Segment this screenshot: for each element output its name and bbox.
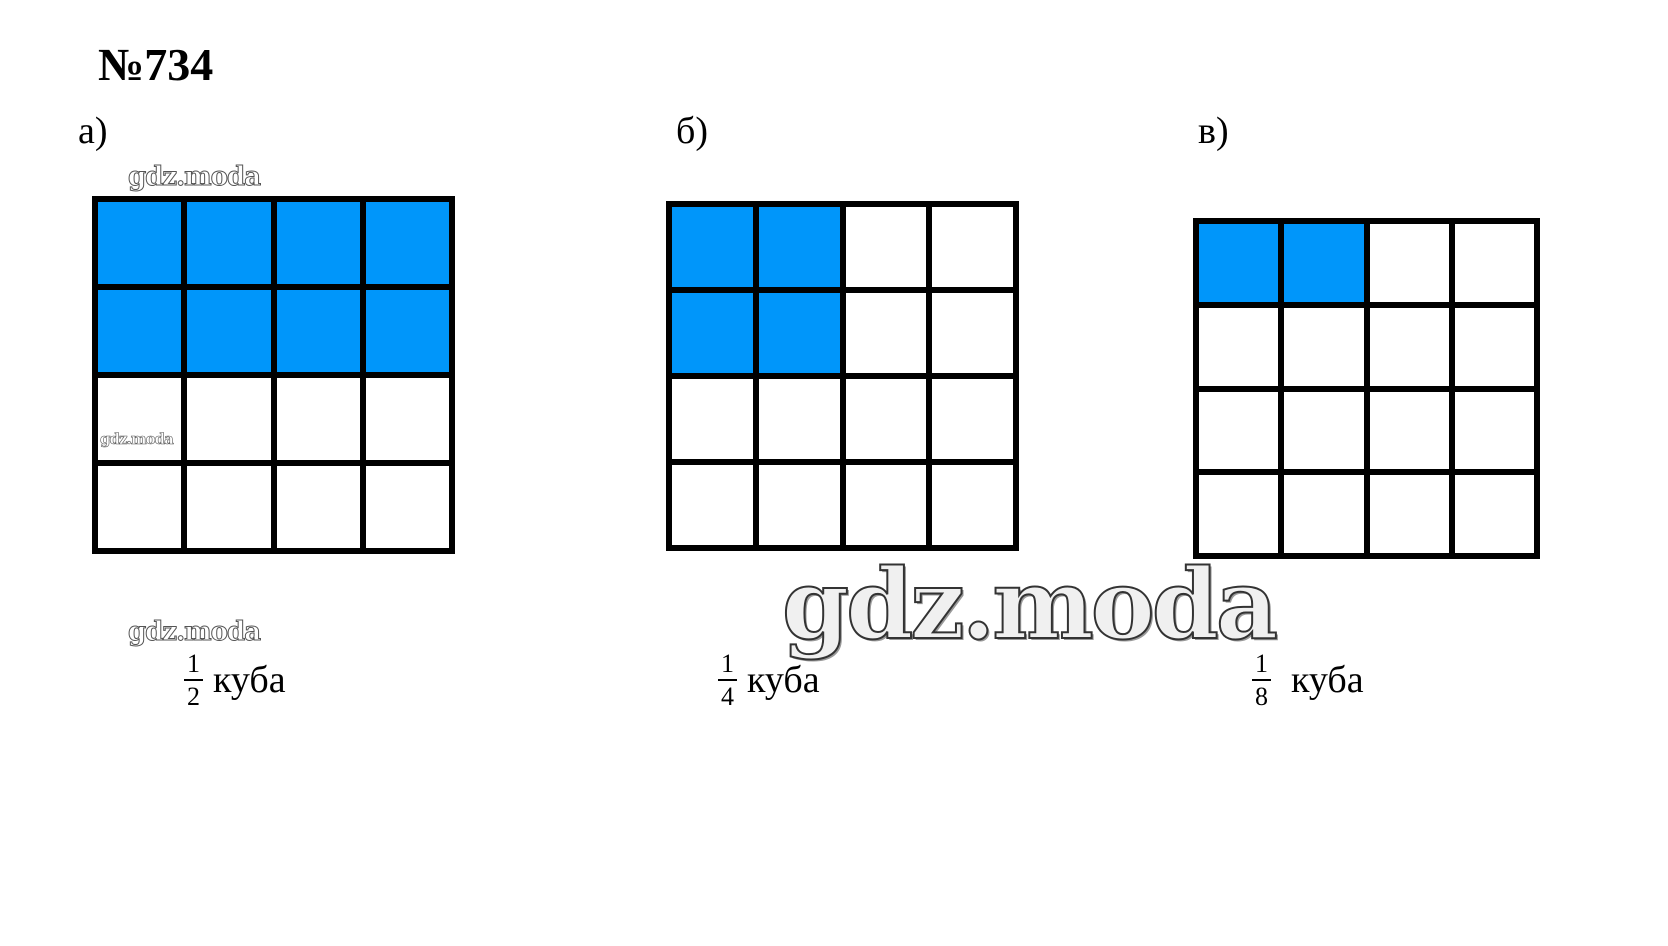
grid-b-cell-r2-c3-empty	[845, 293, 927, 373]
grid-a-cell-r4-c3-empty	[276, 466, 360, 548]
grid-b-cell-r2-c4-empty	[932, 293, 1013, 373]
part-label-b: б)	[676, 110, 708, 152]
grid-b-cell-r1-c4-empty	[932, 207, 1013, 287]
grid-c-cell-r3-c1-empty	[1199, 391, 1279, 470]
fraction-c-numerator: 1	[1252, 650, 1271, 682]
grid-a-cell-r2-c3-filled	[276, 290, 360, 372]
problem-number: №734	[98, 39, 214, 90]
fraction-b-numerator: 1	[718, 650, 737, 682]
grid-a-cell-r3-c3-empty	[276, 378, 360, 460]
grid-a-cell-r1-c1-filled	[98, 202, 182, 284]
grid-c-cell-r4-c2-empty	[1284, 475, 1364, 553]
answer-b-unit: куба	[747, 659, 820, 702]
fraction-a: 1 2	[184, 650, 203, 711]
grid-a-cell-r4-c1-empty	[98, 466, 182, 548]
fraction-b-denominator: 4	[721, 682, 734, 712]
grid-b-cell-r1-c2-filled	[758, 207, 840, 287]
fraction-c: 1 8	[1252, 650, 1271, 711]
grid-c-cell-r3-c4-empty	[1454, 391, 1534, 470]
answer-a-unit: куба	[213, 659, 286, 702]
grid-c	[1193, 218, 1540, 559]
grid-c-cell-r1-c2-filled	[1284, 224, 1364, 302]
grid-a-cell-r4-c2-empty	[187, 466, 271, 548]
grid-b-cell-r2-c1-filled	[672, 293, 753, 373]
grid-a-cell-r2-c1-filled	[98, 290, 182, 372]
grid-b-cell-r3-c3-empty	[845, 379, 927, 459]
grid-a-cell-r3-c2-empty	[187, 378, 271, 460]
grid-b-cell-r3-c4-empty	[932, 379, 1013, 459]
grid-b-cell-r4-c1-empty	[672, 465, 753, 545]
grid-c-cell-r2-c1-empty	[1199, 307, 1279, 386]
answer-b: 1 4 куба	[718, 650, 820, 711]
grid-a-cell-r4-c4-empty	[365, 466, 449, 548]
grid-b-cell-r2-c2-filled	[758, 293, 840, 373]
fraction-b: 1 4	[718, 650, 737, 711]
answer-c-unit: куба	[1291, 659, 1364, 702]
grid-a-cell-r1-c4-filled	[365, 202, 449, 284]
grid-c-cell-r1-c3-empty	[1369, 224, 1449, 302]
grid-b-cell-r1-c3-empty	[845, 207, 927, 287]
grid-b-cell-r3-c1-empty	[672, 379, 753, 459]
part-label-a: а)	[78, 110, 108, 152]
grid-b-cell-r4-c4-empty	[932, 465, 1013, 545]
watermark-in-grid: gdz.moda	[100, 430, 174, 449]
grid-a-cell-r3-c1-empty	[98, 378, 182, 460]
grid-a-cell-r1-c2-filled	[187, 202, 271, 284]
grid-b-cell-r1-c1-filled	[672, 207, 753, 287]
grid-a-cell-r1-c3-filled	[276, 202, 360, 284]
grid-b-cell-r3-c2-empty	[758, 379, 840, 459]
grid-c-cell-r4-c1-empty	[1199, 475, 1279, 553]
answer-c: 1 8 куба	[1252, 650, 1364, 711]
grid-a-cell-r2-c2-filled	[187, 290, 271, 372]
grid-c-cell-r4-c3-empty	[1369, 475, 1449, 553]
fraction-c-denominator: 8	[1255, 682, 1268, 712]
grid-a	[92, 196, 455, 554]
grid-c-cell-r2-c2-empty	[1284, 307, 1364, 386]
grid-a-cell-r2-c4-filled	[365, 290, 449, 372]
watermark-top: gdz.moda	[127, 162, 261, 193]
grid-a-cell-r3-c4-empty	[365, 378, 449, 460]
grid-c-cell-r2-c4-empty	[1454, 307, 1534, 386]
watermark-large: gdz.moda	[781, 547, 1279, 662]
grid-c-cell-r1-c4-empty	[1454, 224, 1534, 302]
part-label-c: в)	[1198, 110, 1229, 152]
fraction-a-numerator: 1	[184, 650, 203, 682]
grid-c-cell-r3-c3-empty	[1369, 391, 1449, 470]
grid-b	[666, 201, 1019, 551]
grid-c-cell-r4-c4-empty	[1454, 475, 1534, 553]
watermark-bottom: gdz.moda	[127, 617, 261, 648]
grid-c-cell-r2-c3-empty	[1369, 307, 1449, 386]
grid-b-cell-r4-c3-empty	[845, 465, 927, 545]
grid-c-cell-r1-c1-filled	[1199, 224, 1279, 302]
fraction-a-denominator: 2	[187, 682, 200, 712]
answer-a: 1 2 куба	[184, 650, 286, 711]
grid-c-cell-r3-c2-empty	[1284, 391, 1364, 470]
grid-b-cell-r4-c2-empty	[758, 465, 840, 545]
